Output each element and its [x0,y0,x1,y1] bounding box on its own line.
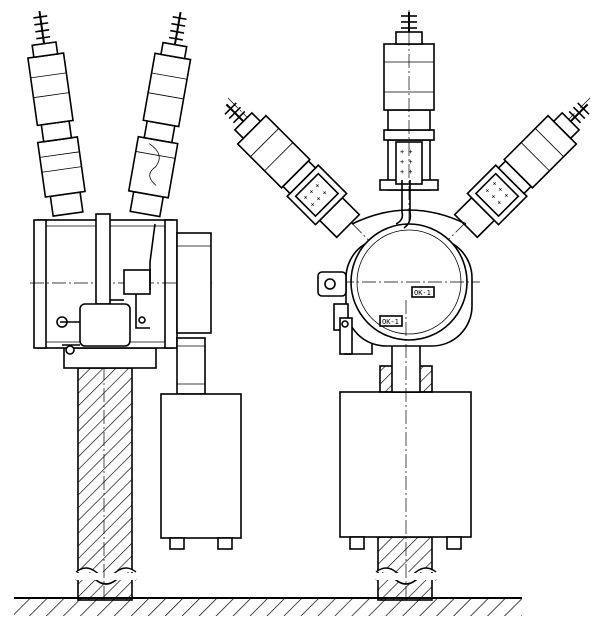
marker-upper-text: ОК-1 [414,289,431,297]
svg-text:+ +: + + [400,168,413,176]
mechanism-left [56,213,156,355]
bushing-left-2 [127,11,192,218]
bushing-right-left: + + ++ + + [224,102,361,239]
marker-lower: ОК-1 [379,315,403,327]
bushing-right-right: + + ++ + + [453,102,590,239]
support-column-left [75,300,137,601]
svg-text:+ +: + + [400,158,413,166]
marker-lower-text: ОК-1 [382,318,399,326]
drive-box-left [176,232,212,334]
base-plate-left [63,347,157,369]
side-view-left [27,10,242,601]
marker-upper: ОК-1 [411,286,435,298]
side-fittings-right [317,271,373,355]
svg-text:+ +: + + [400,148,413,156]
bushing-right-top: + + + + + + [379,10,439,280]
bushing-left-1 [27,10,86,217]
cabinet-left [160,337,242,550]
cabinet-right [339,331,472,550]
front-view-right: + + + + + + + + ++ + + [224,10,591,601]
housing-right [340,180,480,347]
